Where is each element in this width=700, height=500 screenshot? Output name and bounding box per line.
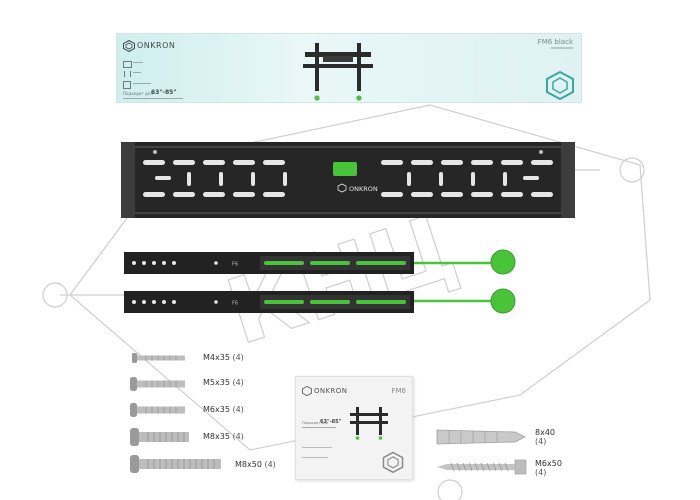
bracket-logo-icon bbox=[337, 183, 347, 193]
screw-name: M8x35 bbox=[203, 432, 230, 441]
bracket-left-end bbox=[121, 142, 135, 218]
wall-bracket: ONKRON bbox=[121, 142, 575, 218]
screw-m8x35-icon bbox=[130, 428, 189, 446]
screw-m8x50-icon bbox=[130, 455, 221, 473]
screw-qty: (4) bbox=[232, 378, 244, 387]
banner-model-subtext bbox=[551, 47, 573, 49]
onkron-logo-icon bbox=[123, 40, 135, 52]
feature-text-line bbox=[123, 98, 183, 99]
bracket-hole bbox=[539, 150, 543, 154]
instruction-manual: ONKRON FM6 Подходит для 63"-85" bbox=[295, 376, 413, 480]
screw-m4x35-icon bbox=[132, 353, 185, 363]
arm-marking: F6 bbox=[232, 301, 238, 307]
banner-bracket-illustration bbox=[303, 43, 373, 101]
bracket-level-indicator bbox=[333, 162, 357, 176]
screw-label: M5x35 (4) bbox=[203, 378, 244, 387]
watermark-bottom-circle bbox=[437, 479, 463, 500]
anchor-qty: (4) bbox=[535, 468, 547, 477]
bracket-hole bbox=[153, 150, 157, 154]
screw-label: M4x35 (4) bbox=[203, 353, 244, 362]
banner-brand: ONKRON bbox=[137, 41, 176, 50]
bracket-slots bbox=[143, 160, 553, 197]
watermark-right-circle bbox=[619, 157, 645, 183]
screw-name: M5x35 bbox=[203, 378, 230, 387]
safety-cords bbox=[414, 249, 516, 314]
screw-label: M6x35 (4) bbox=[203, 405, 244, 414]
box-banner: ONKRON FM6 black Подходит для 63"-85" bbox=[116, 33, 582, 103]
bracket-right-end bbox=[561, 142, 575, 218]
anchor-qty: (4) bbox=[535, 437, 547, 446]
safety-cord-pull-1 bbox=[490, 249, 516, 275]
manual-text-line bbox=[302, 427, 336, 428]
weight-icon bbox=[123, 81, 131, 89]
vertical-arm-2: F6 bbox=[124, 291, 414, 313]
screw-qty: (4) bbox=[264, 460, 276, 469]
banner-size-prefix: Подходит для bbox=[123, 91, 153, 96]
bracket-brand: ONKRON bbox=[349, 185, 378, 193]
manual-model: FM6 bbox=[391, 387, 406, 395]
arm-marking: F6 bbox=[232, 262, 238, 268]
anchor-name: 8x40 bbox=[535, 428, 556, 437]
screw-qty: (4) bbox=[232, 353, 244, 362]
manual-logo-icon bbox=[302, 386, 312, 396]
banner-3d-logo-icon bbox=[546, 70, 574, 100]
safety-cord-pull-2 bbox=[490, 288, 516, 314]
tv-size-icon bbox=[123, 61, 132, 68]
vertical-arm-1: F6 bbox=[124, 252, 414, 274]
feature-text-line bbox=[133, 72, 141, 73]
banner-model: FM6 black bbox=[537, 38, 573, 46]
screw-m6x35-icon bbox=[130, 403, 185, 417]
manual-size-caption: 63"-85" bbox=[320, 419, 342, 425]
anchor-label: 8x40(4) bbox=[535, 428, 555, 446]
feature-text-line bbox=[133, 62, 143, 63]
manual-size-prefix: Подходит для bbox=[302, 421, 329, 425]
tilt-icon bbox=[124, 71, 131, 77]
manual-bracket-illustration bbox=[350, 407, 388, 440]
watermark-left-circle bbox=[42, 282, 68, 308]
screw-label: M8x50 (4) bbox=[235, 460, 276, 469]
anchor-label: M6x50(4) bbox=[535, 459, 562, 477]
anchor-name: M6x50 bbox=[535, 459, 562, 468]
screw-qty: (4) bbox=[232, 432, 244, 441]
manual-text-line bbox=[302, 447, 332, 448]
manual-text-line bbox=[302, 457, 328, 458]
screw-label: M8x35 (4) bbox=[203, 432, 244, 441]
lag-bolt-m6x50-icon bbox=[437, 459, 527, 475]
screw-name: M4x35 bbox=[203, 353, 230, 362]
wall-anchor-8x40-icon bbox=[436, 429, 526, 445]
screw-name: M8x50 bbox=[235, 460, 262, 469]
screw-qty: (4) bbox=[232, 405, 244, 414]
screw-name: M6x35 bbox=[203, 405, 230, 414]
screw-m5x35-icon bbox=[130, 377, 185, 391]
banner-size-caption: 63"-85" bbox=[151, 89, 177, 96]
feature-text-line bbox=[133, 83, 151, 84]
manual-3d-logo-icon bbox=[382, 451, 404, 473]
manual-brand: ONKRON bbox=[314, 387, 348, 395]
